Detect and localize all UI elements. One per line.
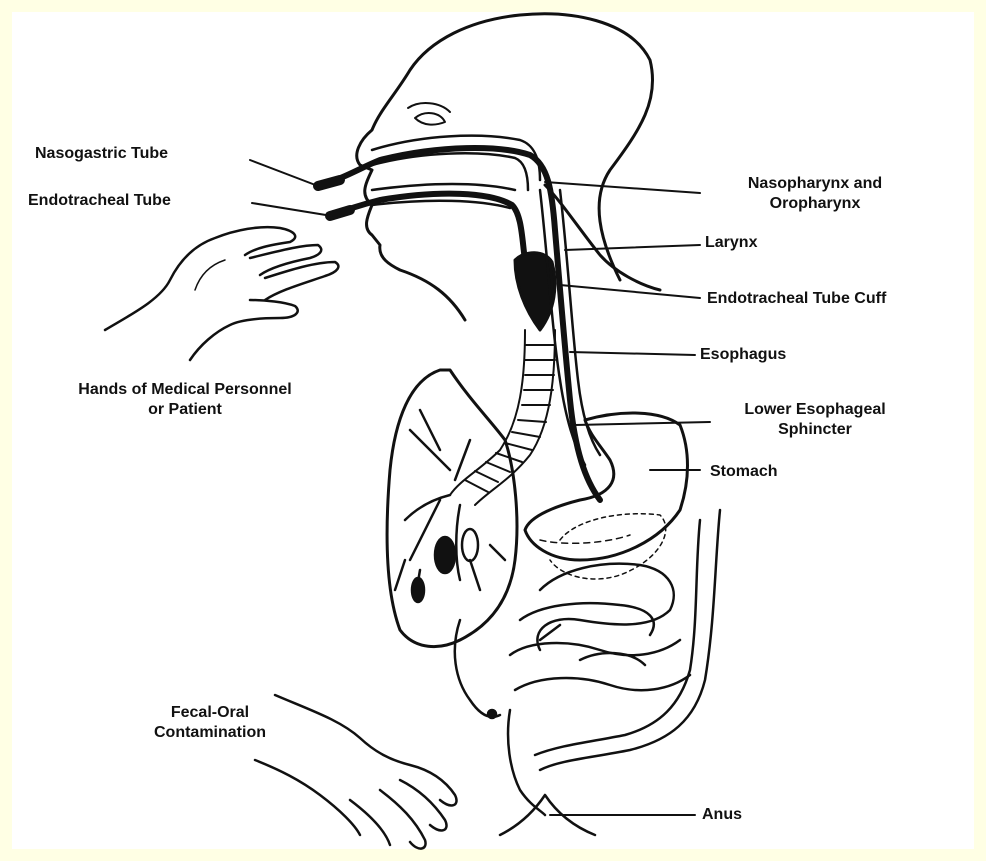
- label-anus: Anus: [702, 805, 742, 825]
- label-les-line1: Lower Esophageal: [700, 400, 930, 420]
- label-hands-line2: or Patient: [15, 400, 355, 420]
- label-nasopharynx-line1: Nasopharynx and: [705, 174, 925, 194]
- head-outline: [357, 14, 653, 320]
- label-esophagus: Esophagus: [700, 345, 786, 365]
- label-nasopharynx: Nasopharynx and Oropharynx: [705, 174, 925, 214]
- label-fecal-line1: Fecal-Oral: [120, 703, 300, 723]
- label-stomach: Stomach: [710, 462, 778, 482]
- label-fecal-oral: Fecal-Oral Contamination: [120, 703, 300, 743]
- label-fecal-line2: Contamination: [120, 723, 300, 743]
- label-hands: Hands of Medical Personnel or Patient: [15, 380, 355, 420]
- oral-passage: [372, 184, 515, 190]
- label-endotracheal-tube: Endotracheal Tube: [28, 191, 171, 211]
- lung: [387, 370, 517, 647]
- label-lower-esophageal-sphincter: Lower Esophageal Sphincter: [700, 400, 930, 440]
- bronchi: [395, 410, 505, 602]
- stomach: [525, 413, 688, 560]
- hand-upper: [105, 227, 338, 360]
- label-nasogastric-tube: Nasogastric Tube: [35, 144, 168, 164]
- label-larynx: Larynx: [705, 233, 757, 253]
- intestines: [455, 510, 720, 815]
- eye: [415, 113, 445, 125]
- label-nasopharynx-line2: Oropharynx: [705, 194, 925, 214]
- label-les-line2: Sphincter: [700, 420, 930, 440]
- label-et-tube-cuff: Endotracheal Tube Cuff: [707, 289, 886, 309]
- trachea: [450, 330, 555, 505]
- label-hands-line1: Hands of Medical Personnel: [15, 380, 355, 400]
